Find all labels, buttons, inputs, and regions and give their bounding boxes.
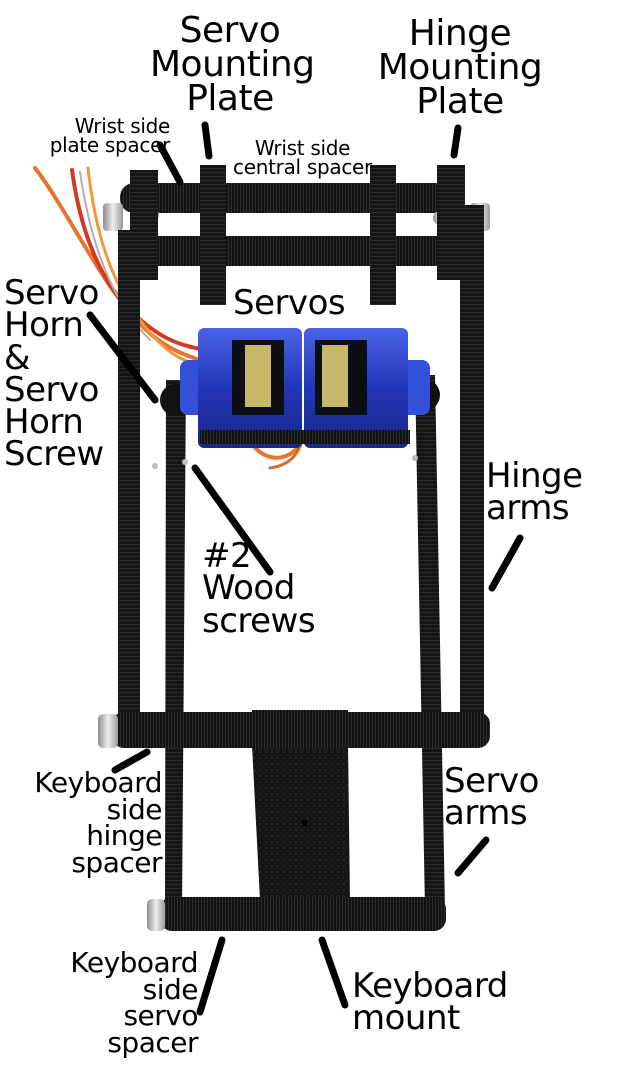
label-servo-arms: Servo arms — [444, 761, 539, 834]
leader-keyboard-mount — [318, 936, 349, 1009]
label-wrist-side-plate-spacer: Wrist side plate spacer — [49, 114, 171, 157]
label-keyboard-side-servo-spacer: Keyboard side servo spacer — [70, 946, 198, 1059]
leader-lines — [86, 121, 524, 1016]
label-keyboard-side-hinge-spacer: Keyboard side hinge spacer — [34, 766, 162, 879]
keyboard-mount-strap — [252, 710, 350, 900]
wood-screws — [152, 455, 418, 469]
top-plates — [130, 165, 465, 305]
leader-servo-mounting-plate — [201, 121, 213, 160]
label-hinge-arms: Hinge arms — [486, 456, 583, 529]
label-keyboard-mount: Keyboard mount — [352, 966, 508, 1039]
keyboard-side-servo-rod — [147, 897, 446, 931]
label-servo-mounting-plate: Servo Mounting Plate — [150, 10, 315, 120]
label-servos: Servos — [233, 283, 346, 323]
leader-hinge-mounting-plate — [450, 124, 462, 159]
label-hinge-mounting-plate: Hinge Mounting Plate — [377, 13, 543, 123]
wrist-side-spacer-rods — [120, 183, 450, 266]
leader-wood-screws — [191, 464, 274, 576]
leader-hinge-arms — [488, 534, 524, 592]
servo-pair — [180, 328, 430, 448]
leader-wrist-side-plate-spacer — [156, 141, 184, 186]
leader-servo-horn-screw — [86, 311, 159, 404]
label-wood-screws: #2 Wood screws — [202, 536, 316, 641]
leader-keyboard-side-hinge-spacer — [111, 748, 151, 774]
leader-keyboard-side-servo-spacer — [196, 936, 226, 1016]
label-servo-horn-screw: Servo Horn & Servo Horn Screw — [4, 273, 104, 475]
leader-servo-arms — [454, 836, 490, 877]
label-wrist-side-central-spacer: Wrist side central spacer — [233, 136, 372, 179]
